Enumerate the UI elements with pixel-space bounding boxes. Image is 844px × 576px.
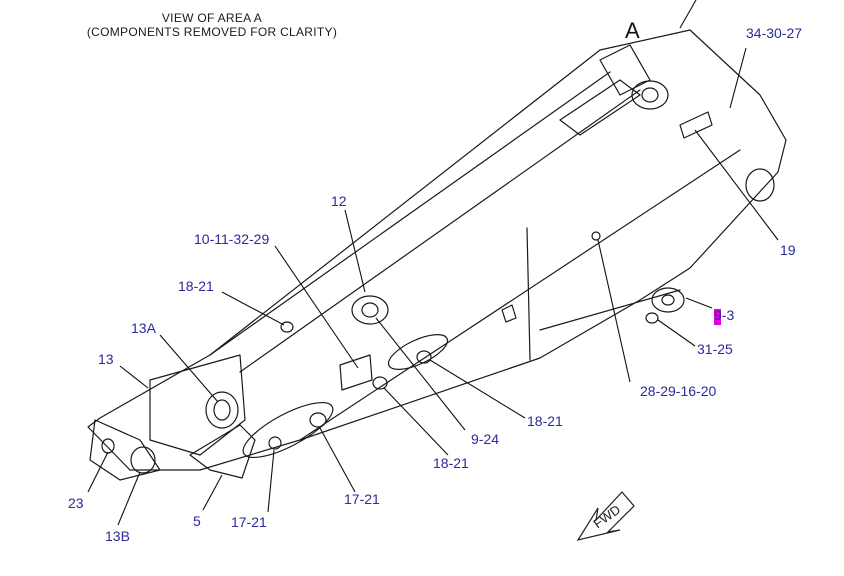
- boom-top-edge: [209, 71, 611, 356]
- fwd-arrow-icon: [576, 491, 635, 541]
- bolt-18-21-b: [416, 350, 432, 364]
- leader-17-21-a: [319, 427, 356, 493]
- callout-9-24: 9-24: [471, 431, 500, 447]
- callout-28-29-16-20: 28-29-16-20: [640, 383, 717, 399]
- leader-18-21-a: [221, 291, 285, 326]
- cover-18-21-b: [387, 334, 449, 370]
- leader-18-21-b: [429, 359, 526, 419]
- boom-vertical-seam: [526, 227, 531, 361]
- bolt-17-21-b: [268, 436, 282, 450]
- bracket-9-3: [651, 287, 685, 313]
- fitting-12: [351, 295, 389, 325]
- cover-17-21: [242, 402, 334, 458]
- leader-19: [694, 129, 779, 241]
- bolt-17-21-a: [309, 412, 327, 428]
- pin-boss-13b: [130, 446, 156, 474]
- plate-19: [679, 111, 713, 139]
- pin-boss-top: [631, 80, 669, 110]
- leader-13a: [159, 334, 219, 403]
- bolt-18-21-c: [372, 376, 388, 390]
- callout-12: 12: [331, 193, 347, 209]
- leader-5: [202, 474, 223, 511]
- pin-boss-23: [101, 438, 115, 454]
- leader-13: [119, 365, 149, 389]
- pin-boss-rear: [745, 168, 775, 202]
- leader-10-11-32-29: [274, 245, 359, 369]
- cylinder-mount: [599, 44, 651, 96]
- callout-9-3: 9-3: [714, 307, 735, 323]
- bolt-31-25: [645, 312, 659, 324]
- view-letter-a: A: [625, 18, 640, 43]
- boom-outline: [87, 29, 787, 471]
- callout-18-21-a: 18-21: [178, 278, 214, 294]
- bracket-9-3-inner: [661, 294, 675, 306]
- boom-nose: [89, 419, 161, 481]
- callout-19: 19: [780, 242, 796, 258]
- bolt-28-29: [591, 231, 601, 241]
- leader-17-21-b: [267, 449, 275, 513]
- leader-12: [344, 209, 366, 293]
- view-subtitle: (COMPONENTS REMOVED FOR CLARITY): [86, 25, 338, 39]
- boom-lower-rail: [539, 289, 681, 331]
- highlight-mark: [714, 309, 721, 325]
- leader-18-21-c: [383, 387, 449, 456]
- boom-front-plate: [149, 354, 246, 456]
- callout-31-25: 31-25: [697, 341, 733, 357]
- callout-17-21-a: 17-21: [344, 491, 380, 507]
- pin-boss-13a-inner: [213, 399, 231, 421]
- leader-a: [679, 0, 697, 29]
- callout-23: 23: [68, 495, 84, 511]
- boom-web-line: [299, 149, 741, 441]
- callout-17-21-b: 17-21: [231, 514, 267, 530]
- callout-13: 13: [98, 351, 114, 367]
- bracket-10-11: [339, 354, 373, 391]
- cylinder-rod: [559, 79, 641, 136]
- tab-plate: [501, 304, 517, 323]
- callout-18-21-c: 18-21: [433, 455, 469, 471]
- pin-boss-13a: [205, 391, 239, 429]
- callout-5: 5: [193, 513, 201, 529]
- boom-side-edge: [239, 89, 641, 373]
- leader-23: [87, 451, 109, 493]
- leader-31-25: [657, 319, 696, 347]
- bracket-5: [189, 424, 256, 479]
- leader-34-30-27: [729, 47, 747, 109]
- bolt-18-21-a: [280, 321, 294, 333]
- callout-13a: 13A: [131, 320, 156, 336]
- view-title: VIEW OF AREA A: [161, 11, 263, 25]
- callout-13b: 13B: [105, 528, 130, 544]
- callout-18-21-b: 18-21: [527, 413, 563, 429]
- leader-9-3: [685, 297, 713, 309]
- leader-28-29-16-20: [597, 239, 631, 383]
- pin-boss-top-inner: [641, 87, 659, 103]
- leader-13b: [117, 471, 141, 526]
- fitting-12-inner: [361, 302, 379, 318]
- callout-34-30-27: 34-30-27: [746, 25, 803, 41]
- leader-9-24: [375, 317, 466, 431]
- callout-10-11-32-29: 10-11-32-29: [194, 231, 270, 247]
